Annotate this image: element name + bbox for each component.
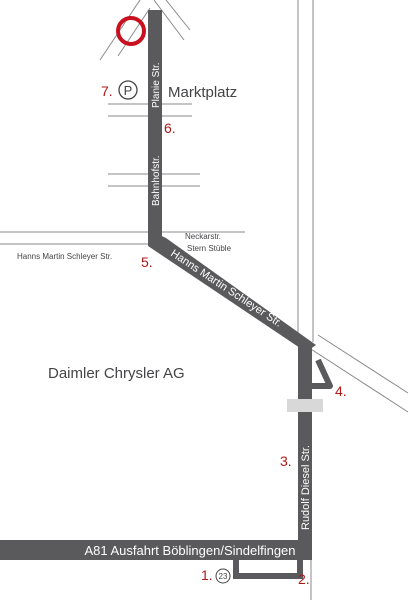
parking-loop [301,352,333,389]
step-6: 6. [164,120,176,136]
step-2: 2. [298,571,310,587]
marktplatz-label: Marktplatz [168,84,237,101]
diagonal-street-east-1 [299,341,409,413]
north-diagonal-4 [165,0,191,31]
daimler-label: Daimler Chrysler AG [48,365,185,382]
neckarstr-label: Neckarstr. [185,232,221,241]
route-roads [0,10,333,579]
diagonal-street-east-2 [317,334,409,394]
motorway-exit-icon: 23 [215,568,231,584]
north-diagonal-2 [117,7,151,57]
step-5: 5. [141,254,153,270]
exit-ramp [233,560,303,579]
step-4: 4. [335,383,347,399]
bahnhofstr-label: Bahnhofstr. [151,155,162,206]
planie-label: Planie Str. [151,62,162,108]
motorway-road [0,540,310,560]
step-1: 1. [201,567,213,583]
rudolf-diesel-road [298,342,312,560]
crosswalk [287,399,323,412]
step-7: 7. [101,83,113,99]
hanns-martin-west-label: Hanns Martin Schleyer Str. [17,252,112,261]
hanns-martin-diagonal-label: Hanns Martin Schleyer Str. [168,247,284,329]
north-diagonal-3 [153,0,185,41]
stern-stuble-label: Stern Stüble [187,244,232,253]
hanns-martin-schleyer-road [148,232,316,352]
svg-text:P: P [124,83,133,98]
rudolf-diesel-label: Rudolf Diesel Str. [300,445,312,530]
destination-circle-icon [116,16,146,46]
svg-text:23: 23 [219,572,228,581]
step-3: 3. [280,453,292,469]
motorway-label: A81 Ausfahrt Böblingen/Sindelfingen [84,543,295,558]
parking-icon: P [118,80,138,100]
bahnhofstr-road [148,10,162,246]
